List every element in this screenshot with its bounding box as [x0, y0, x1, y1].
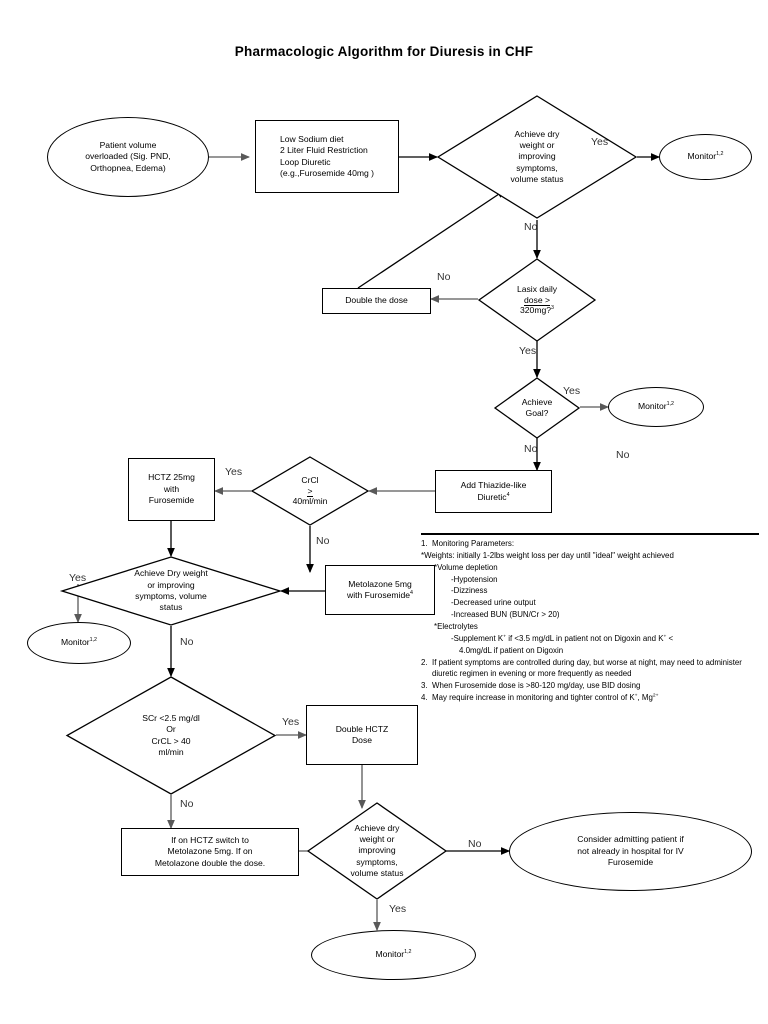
footnote-1-electrolytes: *Electrolytes [434, 622, 478, 632]
footnote-4-text: May require increase in monitoring and t… [432, 693, 659, 703]
footnote-1-num: 1. [421, 539, 428, 548]
node-monitor-4-sup: 1,2 [404, 949, 412, 956]
footnote-1-decreased-urine: -Decreased urine output [451, 598, 536, 608]
footnotes-panel: 1. Monitoring Parameters: *Weights: init… [421, 533, 763, 704]
decision-achieve-dry-weight-3-label: Achieve dry weight or improving symptoms… [350, 822, 404, 879]
node-double-the-dose[interactable]: Double the dose [322, 288, 431, 314]
diamond-shape [436, 95, 638, 219]
footnote-1-dizziness: -Dizziness [451, 586, 488, 596]
node-metolazone-furosemide[interactable]: Metolazone 5mg with Furosemide4 [325, 565, 435, 615]
decision-achieve-goal-label: Achieve Goal? [521, 396, 553, 418]
node-initial-therapy[interactable]: Low Sodium diet 2 Liter Fluid Restrictio… [255, 120, 399, 193]
diamond-shape [65, 676, 277, 795]
node-consider-admitting[interactable]: Consider admitting patient if not alread… [509, 812, 752, 891]
edge-label-no-1: No [524, 221, 538, 233]
node-monitor-3[interactable]: Monitor1,2 [27, 622, 131, 664]
edge-label-no-bottom: No [468, 838, 482, 850]
decision-crcl[interactable]: CrCl>40ml/min [250, 456, 370, 526]
footnote-1-supplement-k-cont: 4.0mg/dL if patient on Digoxin [459, 645, 564, 655]
edge-label-yes-2: Yes [519, 345, 537, 357]
footnote-4-num: 4. [421, 693, 428, 703]
edge-label-no-4: No [616, 449, 630, 461]
node-consider-admitting-label: Consider admitting patient if not alread… [577, 834, 684, 868]
decision-achieve-dry-weight-1[interactable]: Achieve dry weight or improving symptoms… [436, 95, 638, 219]
node-hctz-furosemide-label: HCTZ 25mg with Furosemide [148, 472, 195, 506]
node-monitor-3-sup: 1,2 [89, 637, 98, 644]
decision-achieve-goal[interactable]: Achieve Goal? [493, 377, 581, 439]
edge-label-no-7: No [180, 636, 194, 648]
footnote-1-hypotension: -Hypotension [451, 574, 498, 584]
edge-label-yes-3: Yes [563, 385, 581, 397]
decision-achieve-dry-weight-2-label: Achieve Dry weight or improving symptoms… [134, 568, 208, 613]
footnote-1-weights: *Weights: initially 1-2lbs weight loss p… [421, 550, 674, 560]
node-double-the-dose-label: Double the dose [345, 295, 408, 306]
node-start[interactable]: Patient volume overloaded (Sig. PND, Ort… [47, 117, 209, 197]
edge-label-yes-1: Yes [591, 136, 609, 148]
node-start-label: Patient volume overloaded (Sig. PND, Ort… [85, 139, 171, 173]
edge-label-yes-7: Yes [389, 903, 407, 915]
node-double-hctz-dose-label: Double HCTZ Dose [335, 723, 389, 745]
edge-label-no-2: No [437, 271, 451, 283]
node-add-thiazide-label: Add Thiazide-like Diuretic4 [460, 480, 527, 502]
footnote-2: 2. If patient symptoms are controlled du… [421, 657, 763, 681]
decision-achieve-dry-weight-2[interactable]: Achieve Dry weight or improving symptoms… [59, 556, 283, 626]
node-hctz-furosemide[interactable]: HCTZ 25mg with Furosemide [128, 458, 215, 521]
diamond-shape [59, 556, 283, 626]
node-monitor-4[interactable]: Monitor1,2 [311, 930, 476, 980]
node-metolazone-furosemide-label: Metolazone 5mg with Furosemide4 [346, 578, 413, 600]
diamond-shape [493, 377, 581, 439]
footnote-1-volume-depletion: *Volume depletion [434, 562, 498, 572]
node-monitor-1-label: Monitor1,2 [687, 151, 724, 162]
footnote-2-text: If patient symptoms are controlled durin… [432, 657, 742, 679]
node-double-hctz-dose[interactable]: Double HCTZ Dose [306, 705, 418, 765]
edge-label-no-5: No [316, 535, 330, 547]
node-monitor-1-sup: 1,2 [716, 151, 724, 158]
diamond-shape [306, 802, 448, 900]
footnote-3-num: 3. [421, 681, 428, 691]
decision-achieve-dry-weight-3[interactable]: Achieve dry weight or improving symptoms… [306, 802, 448, 900]
edge-label-yes-5: Yes [69, 572, 87, 584]
footnote-4: 4. May require increase in monitoring an… [421, 692, 763, 704]
page-title: Pharmacologic Algorithm for Diuresis in … [234, 44, 534, 59]
node-add-thiazide[interactable]: Add Thiazide-like Diuretic4 [435, 470, 552, 513]
decision-crcl-label: CrCl>40ml/min [292, 474, 328, 507]
footnote-1-supplement-k: -Supplement K+ if <3.5 mg/dL in patient … [451, 633, 674, 643]
node-monitor-4-label: Monitor1,2 [375, 949, 412, 960]
footnotes-rule [421, 533, 759, 535]
node-switch-metolazone[interactable]: If on HCTZ switch to Metolazone 5mg. If … [121, 828, 299, 876]
diamond-shape [250, 456, 370, 526]
node-monitor-2-sup: 1,2 [666, 401, 675, 408]
edge-label-yes-4: Yes [225, 466, 243, 478]
footnote-3: 3. When Furosemide dose is >80-120 mg/da… [421, 680, 763, 692]
node-monitor-2[interactable]: Monitor1,2 [608, 387, 704, 427]
node-initial-therapy-label: Low Sodium diet 2 Liter Fluid Restrictio… [279, 133, 375, 178]
diamond-shape [477, 258, 597, 342]
footnote-1-increased-bun: -Increased BUN (BUN/Cr > 20) [451, 610, 560, 620]
node-monitor-3-label: Monitor1,2 [60, 637, 98, 648]
footnote-1-text: Monitoring Parameters: [432, 539, 515, 548]
edge-label-yes-6: Yes [282, 716, 300, 728]
footnote-1: 1. Monitoring Parameters: [421, 538, 763, 550]
node-monitor-2-label: Monitor1,2 [637, 401, 675, 412]
decision-achieve-dry-weight-1-label: Achieve dry weight or improving symptoms… [510, 128, 564, 185]
node-monitor-1[interactable]: Monitor1,2 [659, 134, 752, 180]
node-switch-metolazone-label: If on HCTZ switch to Metolazone 5mg. If … [154, 834, 266, 868]
footnote-3-text: When Furosemide dose is >80-120 mg/day, … [432, 681, 641, 691]
edge-label-no-8: No [180, 798, 194, 810]
footnote-2-num: 2. [421, 657, 428, 667]
edge-label-no-3: No [524, 443, 538, 455]
